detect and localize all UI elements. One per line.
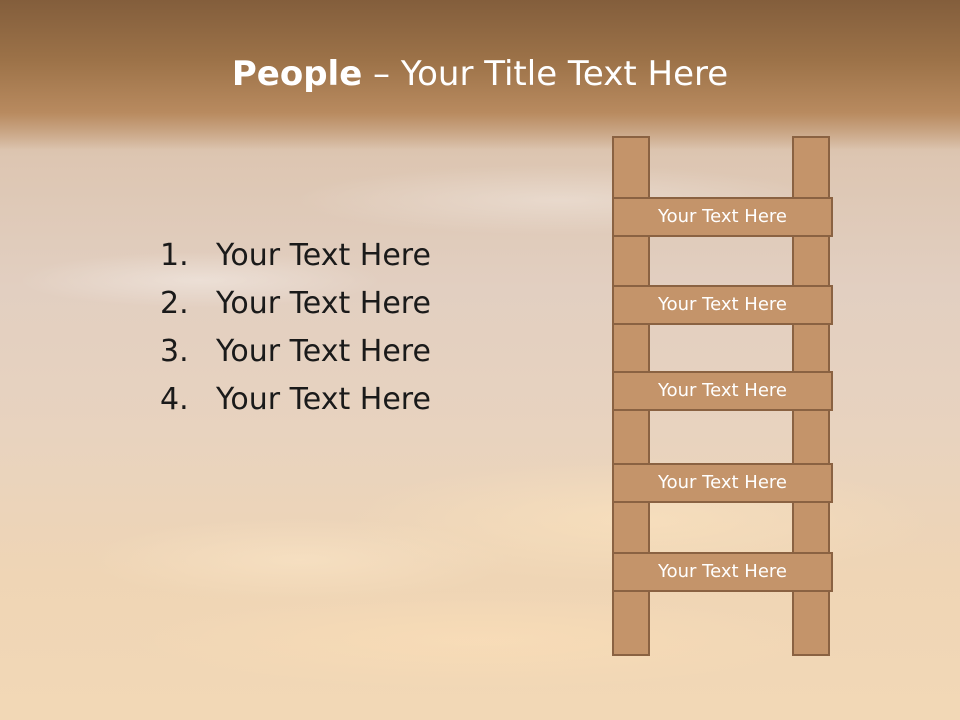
numbered-list: 1. Your Text Here 2. Your Text Here 3. Y…: [160, 232, 431, 424]
list-text: Your Text Here: [216, 334, 431, 369]
ladder-rung-3: Your Text Here: [612, 371, 833, 411]
list-number: 2.: [160, 286, 189, 321]
list-item: 1. Your Text Here: [160, 232, 431, 280]
ladder-rung-4: Your Text Here: [612, 463, 833, 503]
title-bold: People: [231, 54, 363, 94]
ladder-rung-2: Your Text Here: [612, 285, 833, 325]
list-item: 2. Your Text Here: [160, 280, 431, 328]
list-item: 4. Your Text Here: [160, 376, 431, 424]
list-text: Your Text Here: [216, 382, 431, 417]
title-band: [0, 0, 960, 150]
list-number: 1.: [160, 238, 189, 273]
slide-title: People – Your Title Text Here: [0, 52, 960, 96]
list-number: 4.: [160, 382, 189, 417]
ladder-rung-1: Your Text Here: [612, 197, 833, 237]
list-item: 3. Your Text Here: [160, 328, 431, 376]
list-text: Your Text Here: [216, 238, 431, 273]
list-number: 3.: [160, 334, 189, 369]
list-text: Your Text Here: [216, 286, 431, 321]
ladder-rung-5: Your Text Here: [612, 552, 833, 592]
title-rest: – Your Title Text Here: [362, 54, 729, 94]
